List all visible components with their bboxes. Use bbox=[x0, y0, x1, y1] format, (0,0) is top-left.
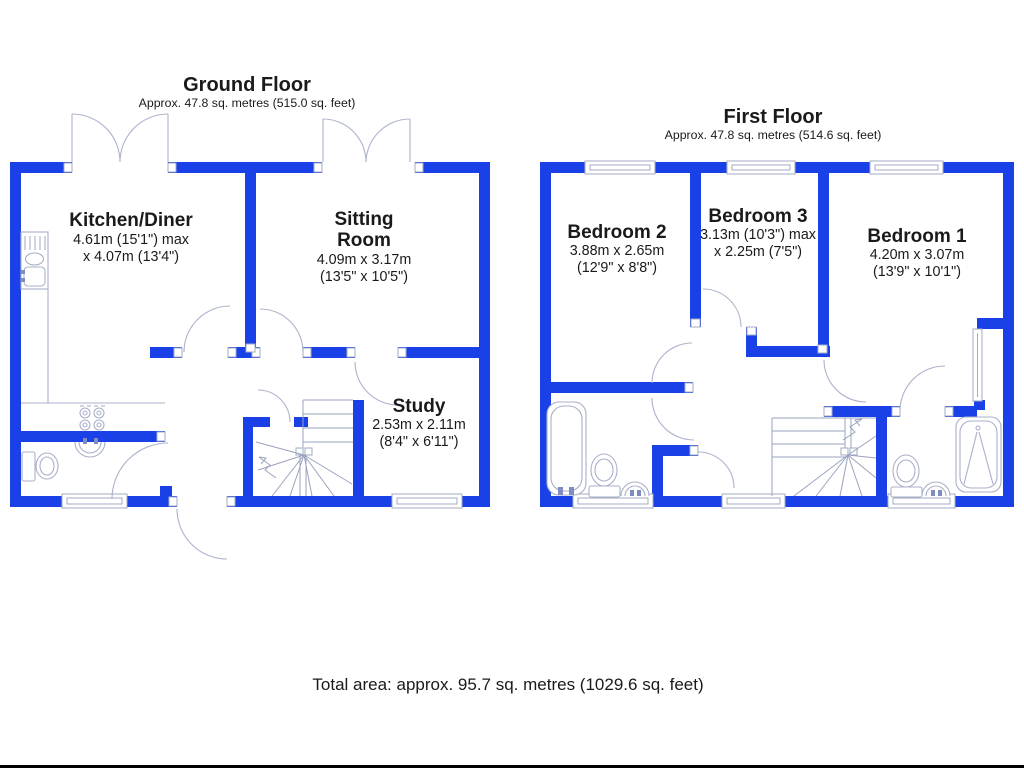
room-label-bedroom1: Bedroom 1 bbox=[867, 226, 967, 247]
room-dims-bedroom3-line2: x 2.25m (7'5") bbox=[714, 244, 802, 260]
room-label-sitting-line1: Sitting bbox=[334, 209, 393, 230]
room-label-bedroom2: Bedroom 2 bbox=[567, 222, 666, 243]
gf-area: Approx. 47.8 sq. metres (515.0 sq. feet) bbox=[139, 96, 356, 110]
total-area-label: Total area: approx. 95.7 sq. metres (102… bbox=[312, 675, 703, 694]
bottom-edge-line bbox=[0, 765, 1024, 768]
room-label-bedroom3: Bedroom 3 bbox=[708, 206, 807, 227]
room-dims-sitting-line2: (13'5" x 10'5") bbox=[320, 269, 408, 285]
ff-walls bbox=[540, 162, 1014, 507]
gf-walls bbox=[10, 162, 490, 507]
shower-bath-right bbox=[955, 416, 1002, 493]
ff-stairs bbox=[771, 417, 877, 497]
ff-window-bedroom1-top bbox=[869, 160, 944, 175]
ff-bathroom-right-fixtures bbox=[890, 416, 1002, 498]
gf-windows bbox=[61, 493, 463, 509]
gf-french-doors bbox=[71, 113, 411, 163]
room-dims-study-line2: (8'4" x 6'11") bbox=[380, 434, 459, 450]
toilet-left bbox=[588, 453, 621, 498]
room-dims-kitchen-line1: 4.61m (15'1") max bbox=[73, 232, 189, 248]
basin-right bbox=[921, 481, 951, 497]
gf-stairs bbox=[255, 399, 353, 497]
ground-floor-plan: Ground Floor Approx. 47.8 sq. metres (51… bbox=[10, 74, 490, 560]
room-dims-bedroom2-line2: (12'9" x 8'8") bbox=[577, 260, 657, 276]
room-dims-bedroom1-line2: (13'9" x 10'1") bbox=[873, 264, 961, 280]
ff-window-bedroom2-top bbox=[584, 160, 656, 175]
room-label-sitting-line2: Room bbox=[337, 230, 391, 251]
wc-toilet bbox=[21, 451, 59, 482]
basin-left bbox=[620, 481, 650, 497]
gf-window-study bbox=[391, 493, 463, 509]
ff-area: Approx. 47.8 sq. metres (514.6 sq. feet) bbox=[665, 128, 882, 142]
ff-bathroom-left-fixtures bbox=[546, 401, 650, 498]
toilet-right bbox=[890, 454, 923, 498]
ff-window-recess bbox=[972, 328, 983, 402]
first-floor-plan: First Floor Approx. 47.8 sq. metres (514… bbox=[540, 106, 1014, 509]
room-label-kitchen-diner: Kitchen/Diner bbox=[69, 210, 193, 231]
gf-window-wc bbox=[61, 493, 128, 509]
kitchen-sink-unit bbox=[20, 231, 49, 290]
room-dims-sitting-line1: 4.09m x 3.17m bbox=[317, 252, 412, 268]
wc-basin bbox=[74, 438, 106, 458]
ff-title: First Floor bbox=[724, 106, 823, 128]
room-dims-bedroom3-line1: 3.13m (10'3") max bbox=[700, 227, 816, 243]
gf-kitchen-fixtures bbox=[20, 231, 165, 431]
room-dims-study-line1: 2.53m x 2.11m bbox=[372, 417, 466, 433]
gf-wc-fixtures bbox=[21, 438, 106, 482]
room-dims-kitchen-line2: x 4.07m (13'4") bbox=[83, 249, 179, 265]
gf-door-arcs bbox=[111, 305, 399, 560]
room-dims-bedroom1-line1: 4.20m x 3.07m bbox=[870, 247, 965, 263]
room-dims-bedroom2-line1: 3.88m x 2.65m bbox=[570, 243, 665, 259]
ff-door-arcs bbox=[651, 288, 946, 489]
room-label-study: Study bbox=[393, 396, 446, 417]
ff-window-landing bbox=[721, 493, 786, 509]
kitchen-counter bbox=[21, 289, 165, 404]
bath-left bbox=[546, 401, 587, 496]
kitchen-hob bbox=[79, 405, 105, 431]
gf-title: Ground Floor bbox=[183, 74, 311, 96]
ff-window-bedroom3-top bbox=[726, 160, 796, 175]
gf-jambs bbox=[63, 162, 424, 507]
ff-jambs bbox=[684, 318, 954, 456]
